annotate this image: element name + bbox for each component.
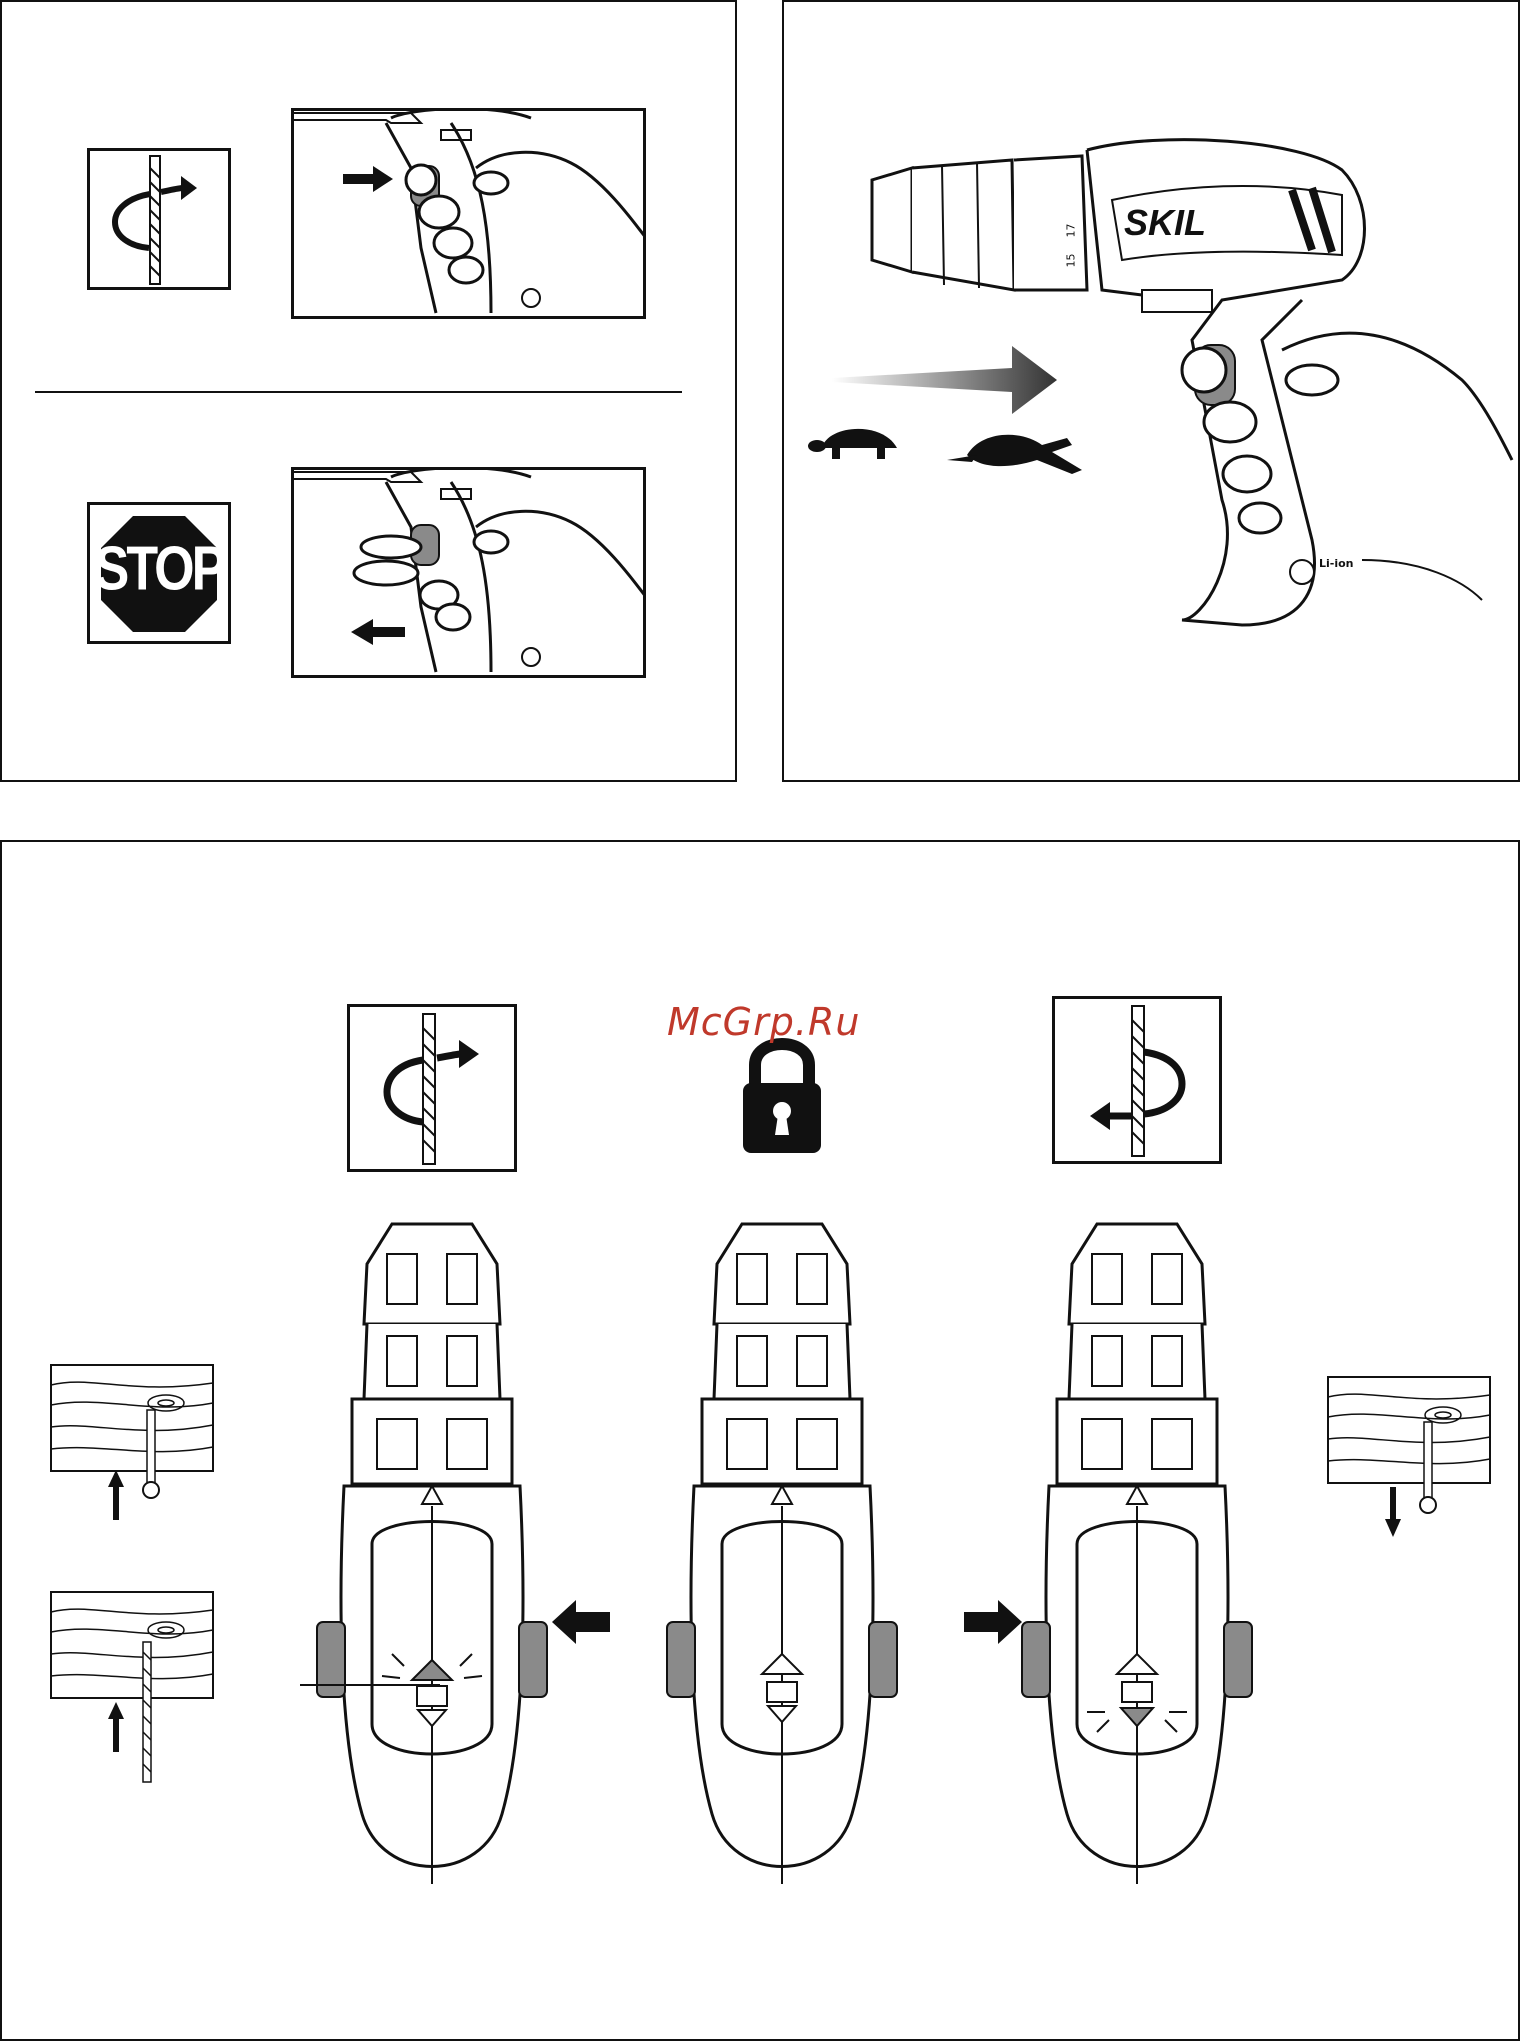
hare-fast-icon bbox=[947, 435, 1082, 474]
panel-variable-speed: SKIL Li-ion 17 15 bbox=[782, 0, 1520, 782]
panel-direction-selector: McGrp.Ru bbox=[0, 840, 1520, 2041]
clockwise-rotation-icon bbox=[347, 1004, 517, 1172]
drill-top-view-reverse bbox=[1027, 1224, 1247, 1904]
clockwise-rotation-icon bbox=[87, 148, 231, 290]
watermark: McGrp.Ru bbox=[667, 1000, 860, 1044]
panel-trigger-operation: STOP bbox=[0, 0, 737, 782]
clutch-mark-15: 15 bbox=[1065, 254, 1078, 268]
rotation-symbol-box bbox=[87, 148, 231, 290]
stop-sign-label: STOP bbox=[90, 533, 228, 605]
push-right-arrow bbox=[962, 1600, 1022, 1644]
push-left-arrow bbox=[552, 1600, 612, 1644]
battery-badge: Li-ion bbox=[1319, 557, 1354, 570]
wood-drill-in bbox=[51, 1592, 216, 1792]
trigger-pull-illustration bbox=[291, 108, 646, 319]
divider bbox=[35, 391, 682, 393]
turtle-slow-icon bbox=[808, 429, 897, 459]
callout-leader-line bbox=[300, 1684, 440, 1686]
clutch-mark-17: 17 bbox=[1065, 224, 1078, 238]
drill-brand-logo: SKIL bbox=[1124, 202, 1206, 244]
counterclockwise-symbol-box bbox=[1052, 996, 1222, 1164]
wood-screw-drive-in bbox=[51, 1365, 216, 1525]
clockwise-symbol-box bbox=[347, 1004, 517, 1172]
drill-top-view-locked bbox=[672, 1224, 892, 1904]
counterclockwise-rotation-icon bbox=[1052, 996, 1222, 1164]
padlock-icon bbox=[737, 1027, 827, 1157]
wood-screw-drive-out bbox=[1328, 1377, 1493, 1547]
drill-top-view-forward bbox=[322, 1224, 542, 1904]
trigger-release-illustration bbox=[291, 467, 646, 678]
drill-side-illustration bbox=[782, 0, 1520, 782]
stop-symbol-box: STOP bbox=[87, 502, 231, 644]
